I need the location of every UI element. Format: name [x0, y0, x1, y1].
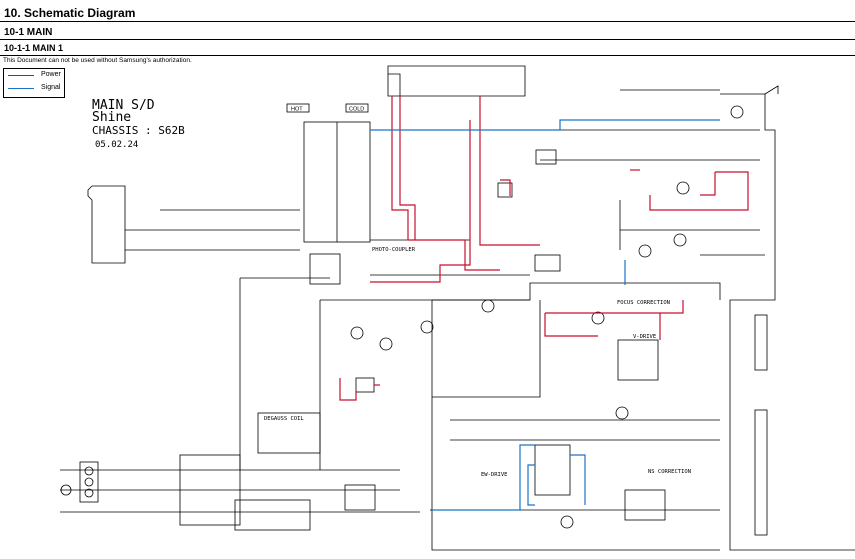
- cold-label: COLD: [349, 107, 364, 113]
- signal-traces: [370, 119, 720, 511]
- legend-item-power: Power: [4, 69, 64, 82]
- focus-correction-label: FOCUS CORRECTION: [617, 300, 670, 306]
- board-subtitle: Shine: [92, 110, 131, 125]
- subsection-title: 10-1-1 MAIN 1: [0, 41, 855, 56]
- ns-correction-label: NS CORRECTION: [648, 469, 691, 475]
- ew-drive-label: EW-DRIVE: [481, 472, 508, 478]
- power-line-swatch: [8, 75, 34, 76]
- authorization-notice: This Document can not be used without Sa…: [3, 57, 192, 64]
- page-title: 10. Schematic Diagram: [0, 0, 855, 22]
- legend-label-signal: Signal: [41, 84, 61, 91]
- degauss-coil-label: DEGAUSS COIL: [264, 416, 304, 422]
- power-traces: [339, 96, 749, 401]
- signal-wiring: [60, 65, 855, 551]
- v-drive-label: V-DRIVE: [633, 334, 656, 340]
- hot-label: HOT: [291, 107, 303, 113]
- photo-coupler-label: PHOTO-COUPLER: [372, 247, 416, 253]
- section-title: 10-1 MAIN: [0, 24, 855, 40]
- chassis-label: CHASSIS : S62B: [92, 124, 185, 137]
- legend-item-signal: Signal: [4, 82, 64, 95]
- board-title: MAIN S/D: [92, 98, 155, 113]
- revision-date: 05.02.24: [95, 140, 138, 150]
- signal-line-swatch: [8, 88, 34, 89]
- legend-label-power: Power: [41, 71, 61, 78]
- legend: Power Signal: [3, 68, 65, 98]
- hot-cold-labels: HOT COLD: [286, 103, 369, 113]
